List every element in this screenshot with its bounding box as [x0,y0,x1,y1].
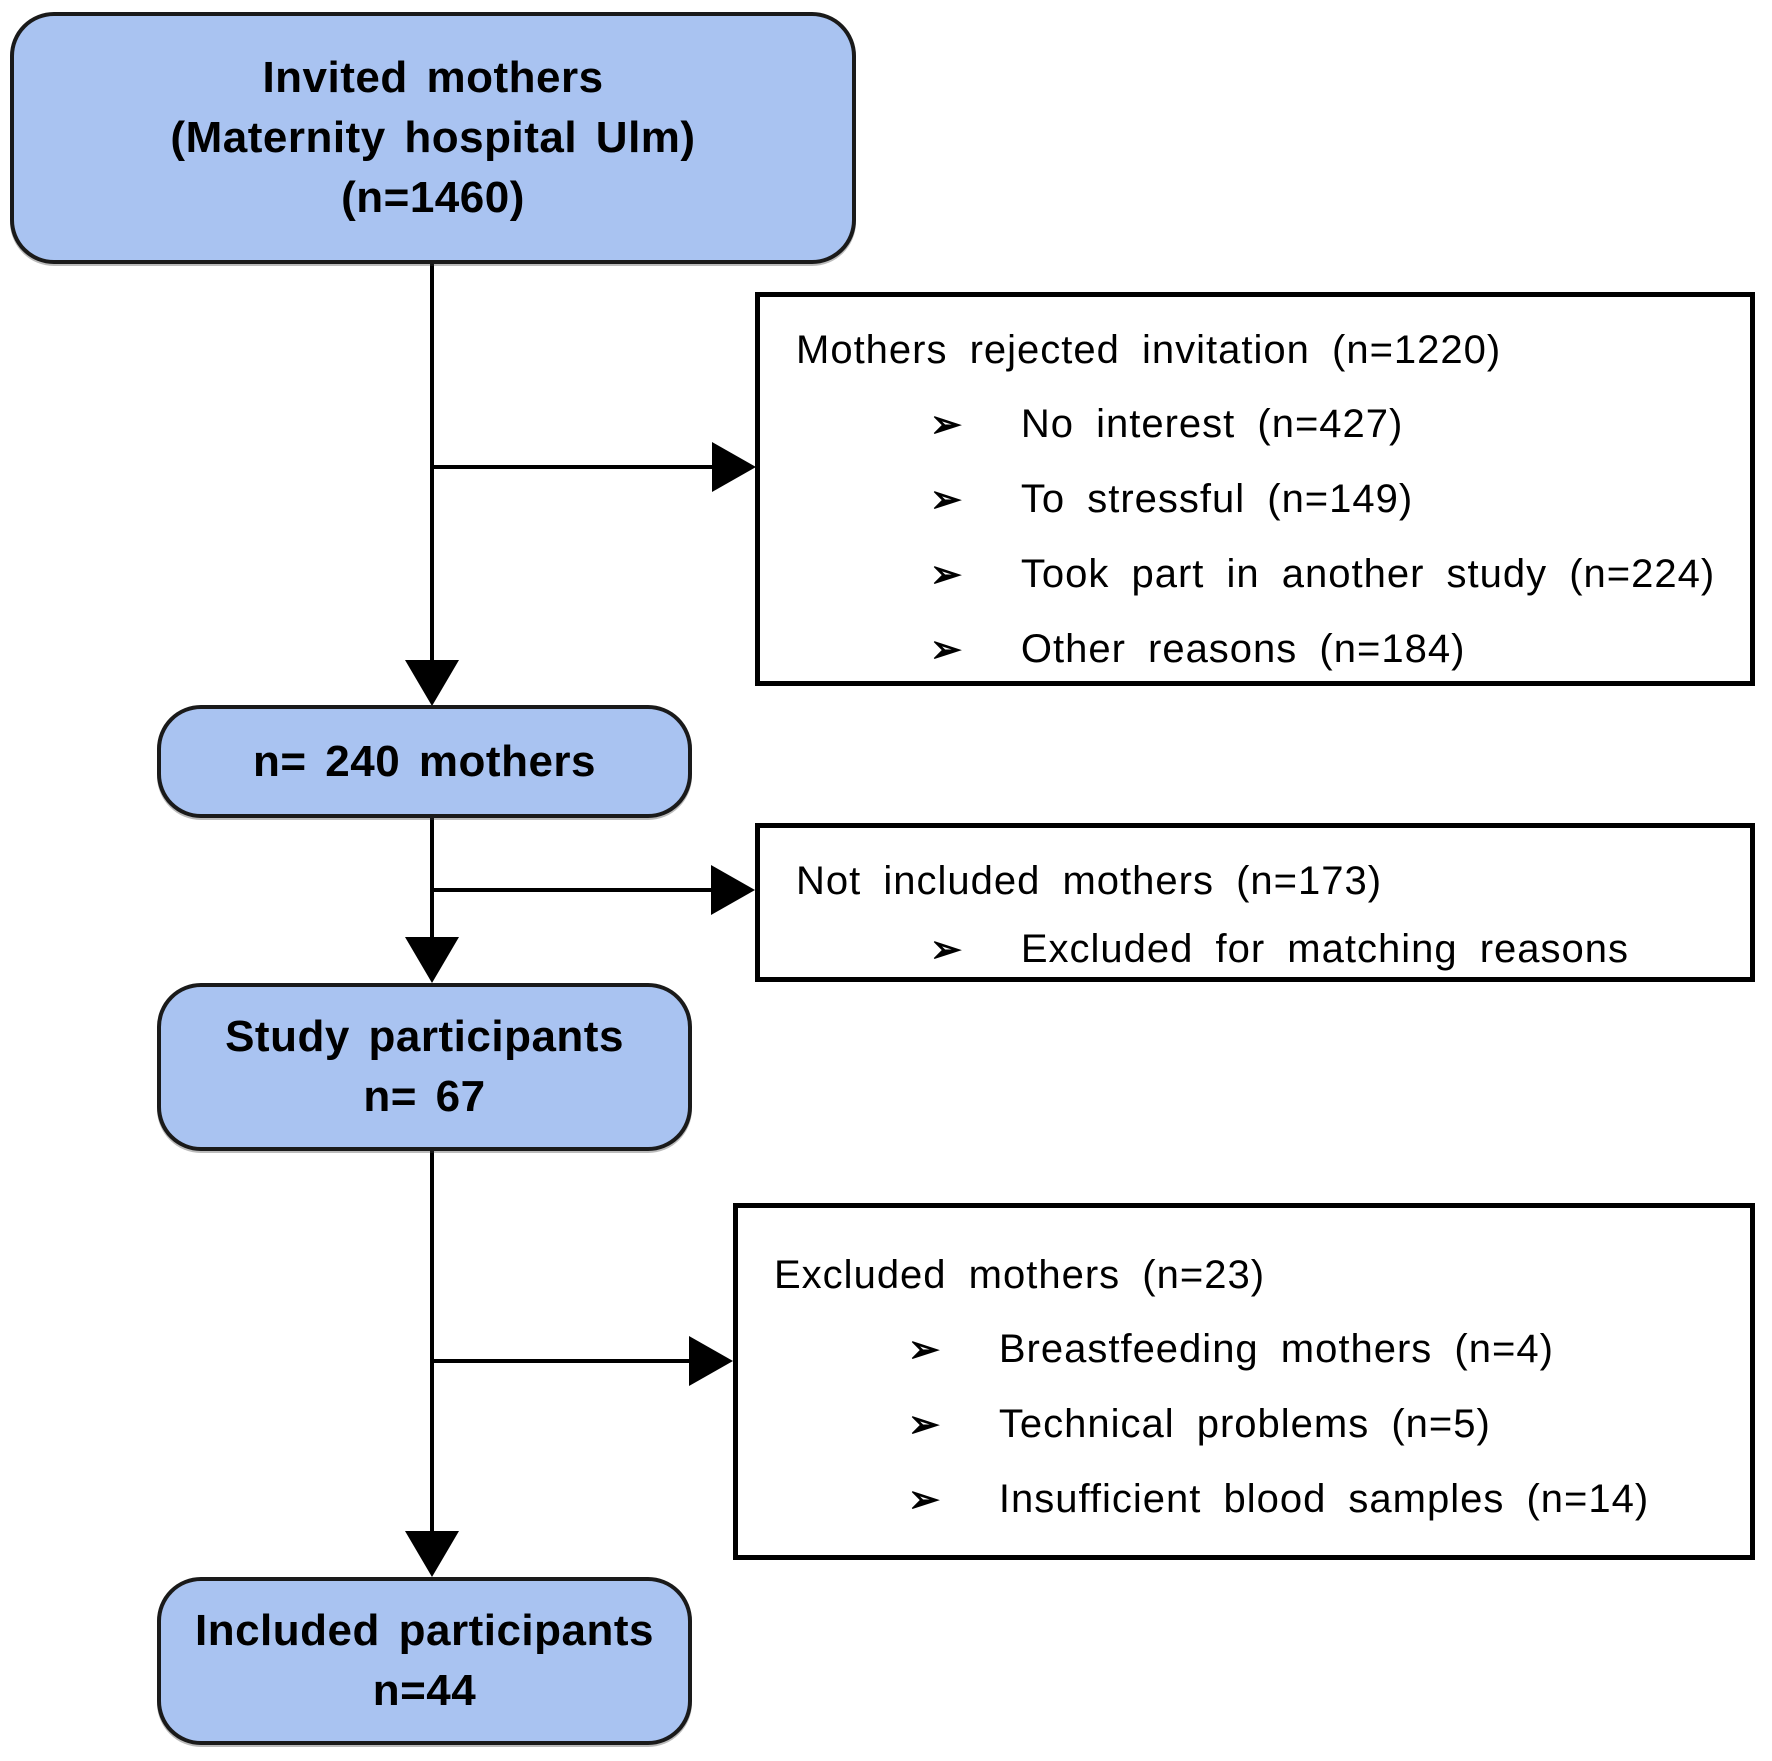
bullet-item: ➢ Breastfeeding mothers (n=4) [908,1326,1750,1373]
arrow-bullet-icon: ➢ [908,1404,941,1446]
bullet-text: Breastfeeding mothers (n=4) [998,1327,1554,1371]
connector-invited-to-240 [430,263,434,663]
side-box-title: Mothers rejected invitation (n=1220) [796,328,1502,372]
side-box-excluded: Excluded mothers (n=23) ➢ Breastfeeding … [733,1203,1755,1560]
bullet-item: ➢ No interest (n=427) [930,401,1750,448]
bullet-text: Excluded for matching reasons [1020,927,1630,971]
bullet-text: Other reasons (n=184) [1020,627,1466,671]
arrowhead-down-icon [405,660,459,706]
node-study-participants: Study participants n= 67 [157,983,692,1151]
bullet-item: ➢ Insufficient blood samples (n=14) [908,1476,1750,1523]
connector-participants-to-included [430,1150,434,1532]
arrow-bullet-icon: ➢ [930,479,963,521]
node-included-participants: Included participants n=44 [157,1577,692,1745]
node-line: n=44 [372,1666,477,1715]
bullet-item: ➢ Technical problems (n=5) [908,1401,1750,1448]
arrow-bullet-icon: ➢ [930,629,963,671]
arrow-bullet-icon: ➢ [908,1479,941,1521]
node-line: n= 67 [363,1072,486,1121]
connector-240-to-participants [430,817,434,939]
side-box-title: Excluded mothers (n=23) [774,1253,1266,1297]
arrowhead-right-icon [711,865,755,915]
node-line: Study participants [225,1012,624,1061]
bullet-item: ➢ Took part in another study (n=224) [930,551,1750,598]
bullet-item: ➢ Excluded for matching reasons [930,926,1750,973]
bullet-text: Insufficient blood samples (n=14) [998,1477,1650,1521]
arrow-bullet-icon: ➢ [930,404,963,446]
bullet-text: Took part in another study (n=224) [1020,552,1716,596]
arrowhead-down-icon [405,1531,459,1577]
connector-branch-excluded [430,1359,690,1363]
node-line: (n=1460) [341,173,525,222]
node-line: n= 240 mothers [252,736,597,786]
bullet-text: To stressful (n=149) [1020,477,1414,521]
side-box-rejected: Mothers rejected invitation (n=1220) ➢ N… [755,292,1755,686]
bullet-item: ➢ Other reasons (n=184) [930,626,1750,673]
side-box-not-included: Not included mothers (n=173) ➢ Excluded … [755,823,1755,982]
connector-branch-not-included [430,888,712,892]
arrow-bullet-icon: ➢ [930,929,963,971]
node-line: Included participants [194,1606,654,1655]
bullet-text: Technical problems (n=5) [998,1402,1491,1446]
arrow-bullet-icon: ➢ [930,554,963,596]
node-line: (Maternity hospital Ulm) [170,113,696,162]
node-invited-mothers: Invited mothers (Maternity hospital Ulm)… [10,12,856,264]
side-box-title: Not included mothers (n=173) [796,859,1383,903]
node-line: Invited mothers [262,53,604,102]
bullet-item: ➢ To stressful (n=149) [930,476,1750,523]
arrowhead-right-icon [712,442,756,492]
bullet-text: No interest (n=427) [1020,402,1404,446]
node-240-mothers: n= 240 mothers [157,705,692,818]
connector-branch-rejected [430,465,714,469]
arrowhead-down-icon [405,937,459,983]
arrow-bullet-icon: ➢ [908,1329,941,1371]
arrowhead-right-icon [689,1336,733,1386]
